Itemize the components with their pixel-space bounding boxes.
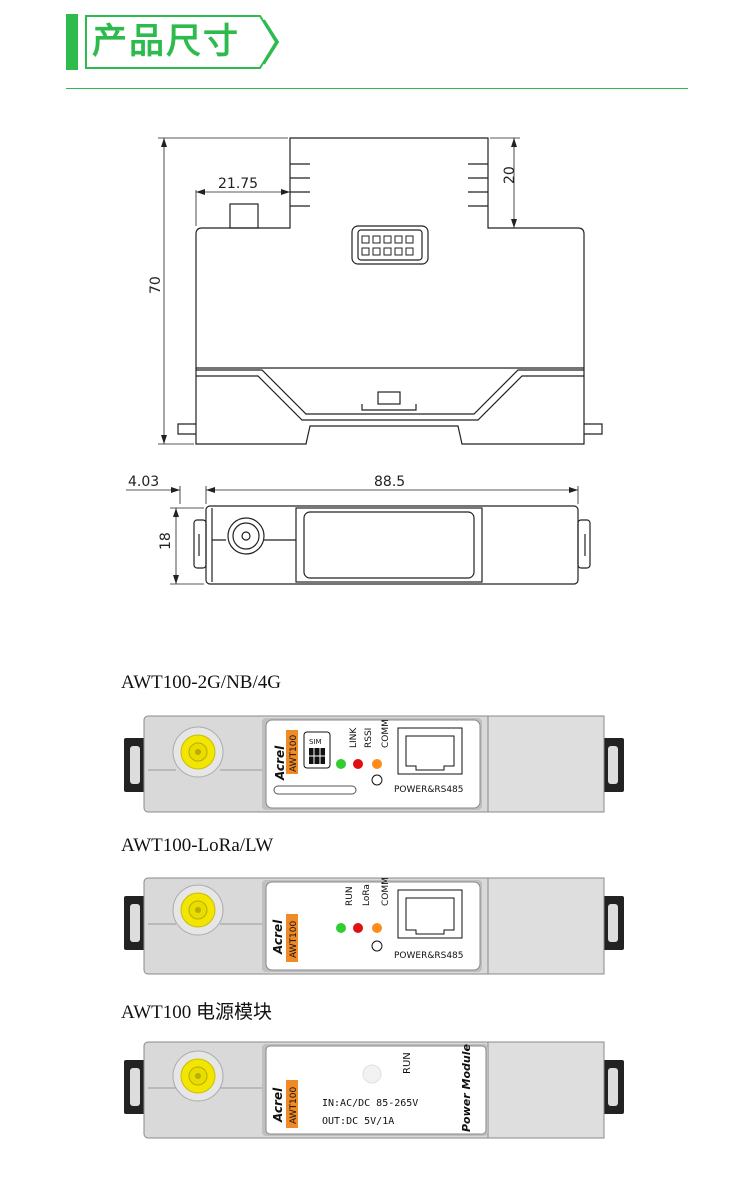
dim-width-top: 21.75 bbox=[218, 176, 258, 192]
brand-logo: Acrel bbox=[271, 1087, 285, 1123]
sim-label: SIM bbox=[309, 738, 322, 746]
model-tag: AWT100 bbox=[289, 1086, 299, 1124]
led-comm bbox=[372, 923, 382, 933]
model-label-lora: AWT100-LoRa/LW bbox=[121, 835, 274, 856]
led-label-rssi: RSSI bbox=[364, 728, 374, 748]
model-tag: AWT100 bbox=[289, 920, 299, 958]
device-2g: Acrel AWT100 SIM LINK RSSI COMM POWER&RS… bbox=[124, 715, 624, 813]
header-accent-bar bbox=[66, 14, 78, 70]
power-module-label: Power Module bbox=[460, 1044, 473, 1132]
model-label-2g: AWT100-2G/NB/4G bbox=[121, 672, 281, 693]
input-spec: IN:AC/DC 85-265V bbox=[322, 1098, 418, 1109]
led-label-comm: COMM bbox=[381, 719, 391, 748]
led-label-run: RUN bbox=[345, 886, 355, 906]
led-lora bbox=[353, 923, 363, 933]
led-label-link: LINK bbox=[349, 727, 359, 748]
port-label: POWER&RS485 bbox=[394, 951, 464, 961]
page-title: 产品尺寸 bbox=[92, 22, 241, 62]
led-label-run: RUN bbox=[402, 1052, 413, 1074]
dim-depth: 18 bbox=[158, 532, 174, 550]
led-run bbox=[362, 1064, 382, 1084]
label-panel bbox=[265, 1045, 487, 1135]
reset-hole bbox=[371, 940, 383, 952]
top-view-outline bbox=[195, 137, 585, 369]
connector-outline bbox=[351, 225, 429, 265]
port-label: POWER&RS485 bbox=[394, 785, 464, 795]
model-label-power: AWT100 电源模块 bbox=[121, 1002, 272, 1023]
rj45-port-icon bbox=[397, 727, 463, 775]
dim-length: 88.5 bbox=[374, 474, 405, 490]
dim-offset-left: 4.03 bbox=[128, 474, 159, 490]
device-lora: Acrel AWT100 RUN LoRa COMM POWER&RS485 bbox=[124, 877, 624, 975]
side-view bbox=[193, 505, 591, 585]
led-run bbox=[336, 923, 346, 933]
led-label-lora: LoRa bbox=[362, 884, 372, 906]
header-divider bbox=[66, 88, 688, 89]
led-label-comm: COMM bbox=[381, 877, 391, 906]
header-title-frame bbox=[85, 15, 280, 69]
led-rssi bbox=[353, 759, 363, 769]
output-spec: OUT:DC 5V/1A bbox=[322, 1116, 394, 1127]
led-comm bbox=[372, 759, 382, 769]
brand-logo: Acrel bbox=[271, 919, 285, 955]
led-link bbox=[336, 759, 346, 769]
model-tag: AWT100 bbox=[289, 734, 299, 772]
dimension-drawing: 21.75 20 70 4.03 88.5 18 bbox=[126, 137, 603, 585]
rj45-port-icon bbox=[397, 889, 463, 939]
device-power-module: Acrel AWT100 RUN IN:AC/DC 85-265V OUT:DC… bbox=[124, 1041, 624, 1139]
brand-logo: Acrel bbox=[273, 745, 287, 781]
dim-height-right: 20 bbox=[502, 166, 518, 184]
reset-hole bbox=[371, 774, 383, 786]
top-view-lower bbox=[195, 368, 585, 445]
dim-height-total: 70 bbox=[148, 276, 164, 294]
